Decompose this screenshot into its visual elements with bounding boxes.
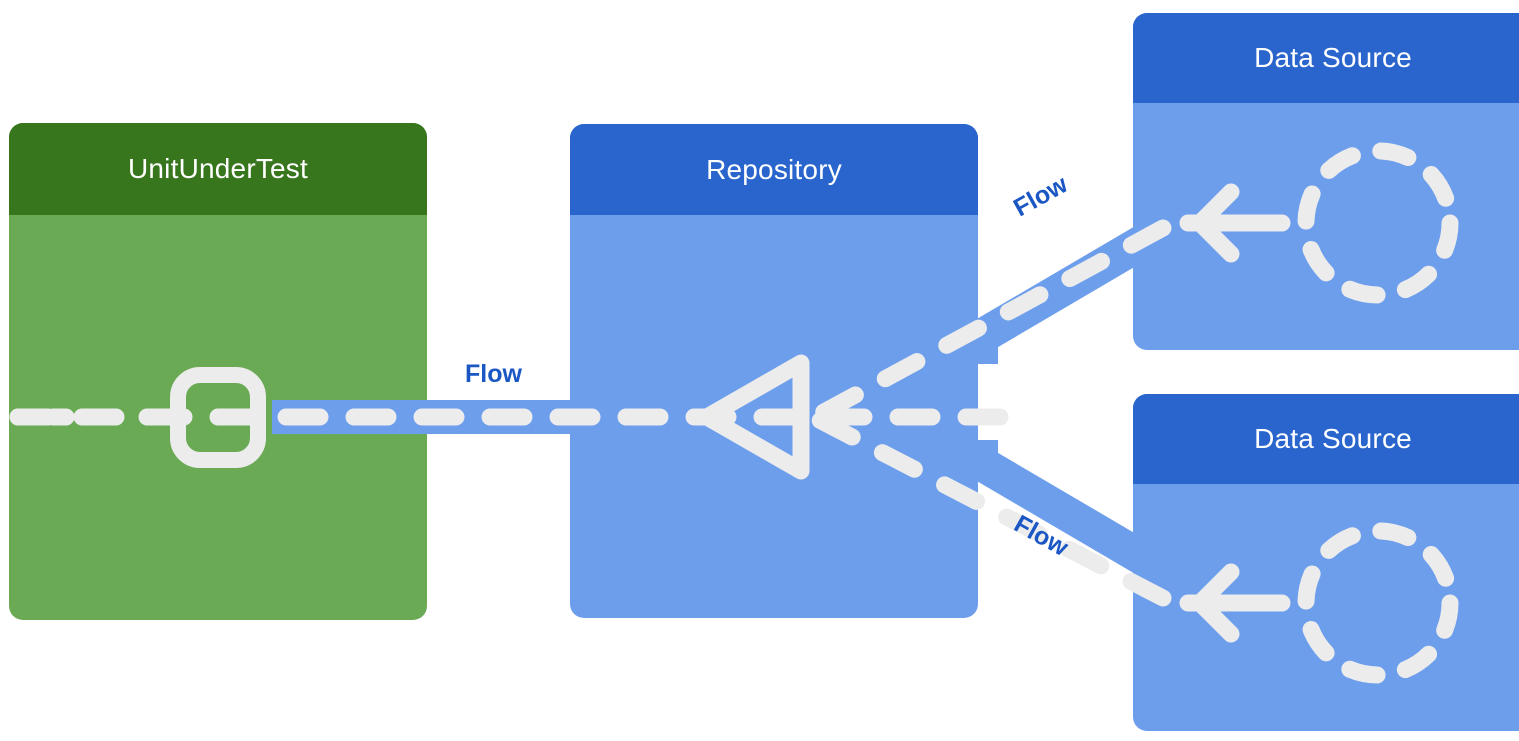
node-repository[interactable]: Repository — [570, 124, 978, 618]
node-unit-under-test[interactable]: UnitUnderTest — [9, 123, 427, 620]
node-repository-header: Repository — [570, 124, 978, 215]
node-repository-title: Repository — [706, 153, 842, 185]
node-data-source-2[interactable]: Data Source — [1133, 394, 1519, 731]
node-unit-under-test-title: UnitUnderTest — [127, 153, 308, 184]
flow-label-upper: Flow — [1008, 170, 1073, 223]
node-data-source-2-header: Data Source — [1133, 394, 1519, 484]
node-data-source-1-title: Data Source — [1254, 42, 1412, 73]
flow-label-lower: Flow — [1009, 509, 1073, 562]
node-data-source-1[interactable]: Data Source — [1133, 13, 1519, 350]
node-data-source-2-title: Data Source — [1254, 423, 1412, 454]
node-unit-under-test-header: UnitUnderTest — [9, 123, 427, 215]
flow-label-main: Flow — [465, 360, 522, 388]
node-data-source-1-header: Data Source — [1133, 13, 1519, 103]
